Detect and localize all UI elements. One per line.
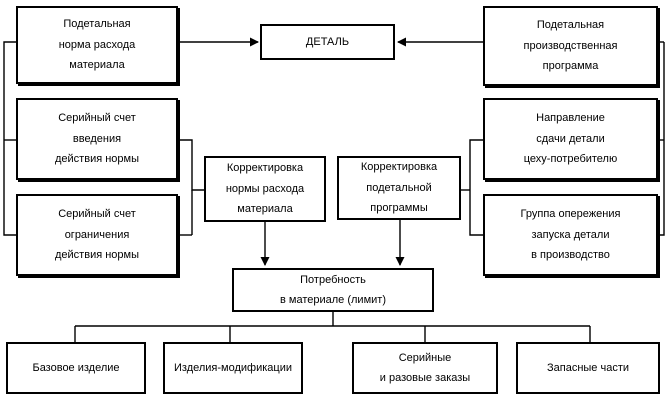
serial-orders-box: Серийные и разовые заказы [352, 342, 498, 394]
serial-limit-box: Серийный счет ограничения действия нормы [16, 194, 178, 276]
material-need-box: Потребность в материале (лимит) [232, 268, 434, 312]
serial-intro-box: Серийный счет введения действия нормы [16, 98, 178, 180]
norm-correction-box: Корректировка нормы расхода материала [204, 156, 326, 222]
left-to-norm-correction [178, 139, 204, 191]
material-norm-box: Подетальная норма расхода материала [16, 6, 178, 84]
delivery-direction-box: Направление сдачи детали цеху-потребител… [483, 98, 658, 180]
detail-box: ДЕТАЛЬ [260, 24, 395, 60]
spare-parts-box: Запасные части [516, 342, 660, 394]
modifications-box: Изделия-модификации [163, 342, 303, 394]
base-product-box: Базовое изделие [6, 342, 146, 394]
lead-group-box: Группа опережения запуска детали в произ… [483, 194, 658, 276]
right-bracket [469, 139, 483, 236]
program-correction-box: Корректировка подетальной программы [337, 156, 461, 220]
left-bracket [3, 41, 16, 236]
production-program-box: Подетальная производственная программа [483, 6, 658, 86]
